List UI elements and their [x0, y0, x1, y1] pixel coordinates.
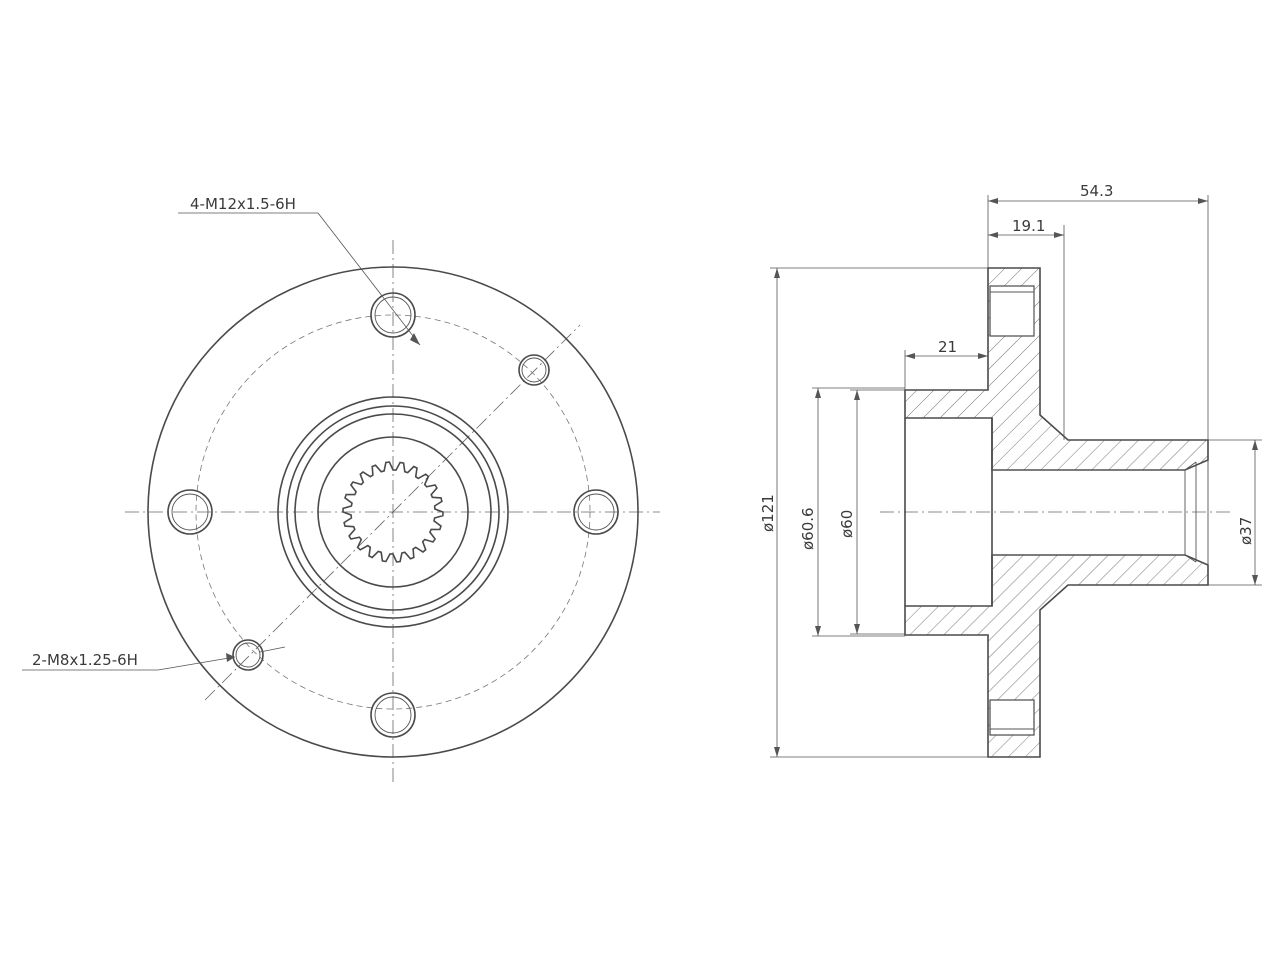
dim-19-1: [988, 225, 1065, 440]
m12-callout-leader: [178, 212, 421, 346]
section-upper-hatch: [904, 267, 1209, 471]
bolt-pitch-circle: [195, 314, 591, 710]
section-lower-hatch: [904, 554, 1209, 758]
m12-hole-top: [370, 292, 416, 338]
dim-d60: [850, 389, 905, 635]
front-view: 4-M12x1.5-6H 2-M8x1.25-6H: [22, 195, 660, 785]
front-diagonal-centerline: [204, 324, 581, 701]
dim-d121: [770, 267, 988, 758]
dim-d60-label: ø60: [838, 510, 856, 538]
m12-hole-left: [167, 489, 213, 535]
m8-hole-upper-right: [518, 354, 550, 386]
flange-hole-top: [989, 285, 1035, 337]
hub-outer-ring: [277, 396, 509, 628]
flange-outer-circle: [147, 266, 639, 758]
dim-d60-6: [812, 387, 905, 637]
dim-21-label: 21: [938, 338, 957, 356]
dim-21: [904, 350, 988, 390]
m12-hole-bottom: [370, 692, 416, 738]
dim-d121-label: ø121: [759, 494, 777, 532]
dim-d37-label: ø37: [1237, 517, 1255, 545]
dim-54-3: [987, 195, 1209, 440]
dim-19-1-label: 19.1: [1012, 217, 1045, 235]
m12-callout-label: 4-M12x1.5-6H: [190, 195, 296, 213]
m8-callout-leader: [22, 646, 286, 671]
bore-ring: [317, 436, 469, 588]
dim-d60-6-label: ø60.6: [799, 507, 817, 550]
dim-54-3-label: 54.3: [1080, 182, 1113, 200]
spline-profile: [342, 461, 444, 563]
m8-callout-label: 2-M8x1.25-6H: [32, 651, 138, 669]
dim-d37: [1208, 439, 1262, 586]
hub-ring-2: [286, 405, 500, 619]
section-view: 54.3 19.1 21 ø121: [759, 182, 1262, 758]
m12-hole-right: [573, 489, 619, 535]
hub-ring-3: [294, 413, 492, 611]
flange-hole-bottom: [989, 699, 1035, 736]
m8-hole-lower-left: [232, 639, 264, 671]
